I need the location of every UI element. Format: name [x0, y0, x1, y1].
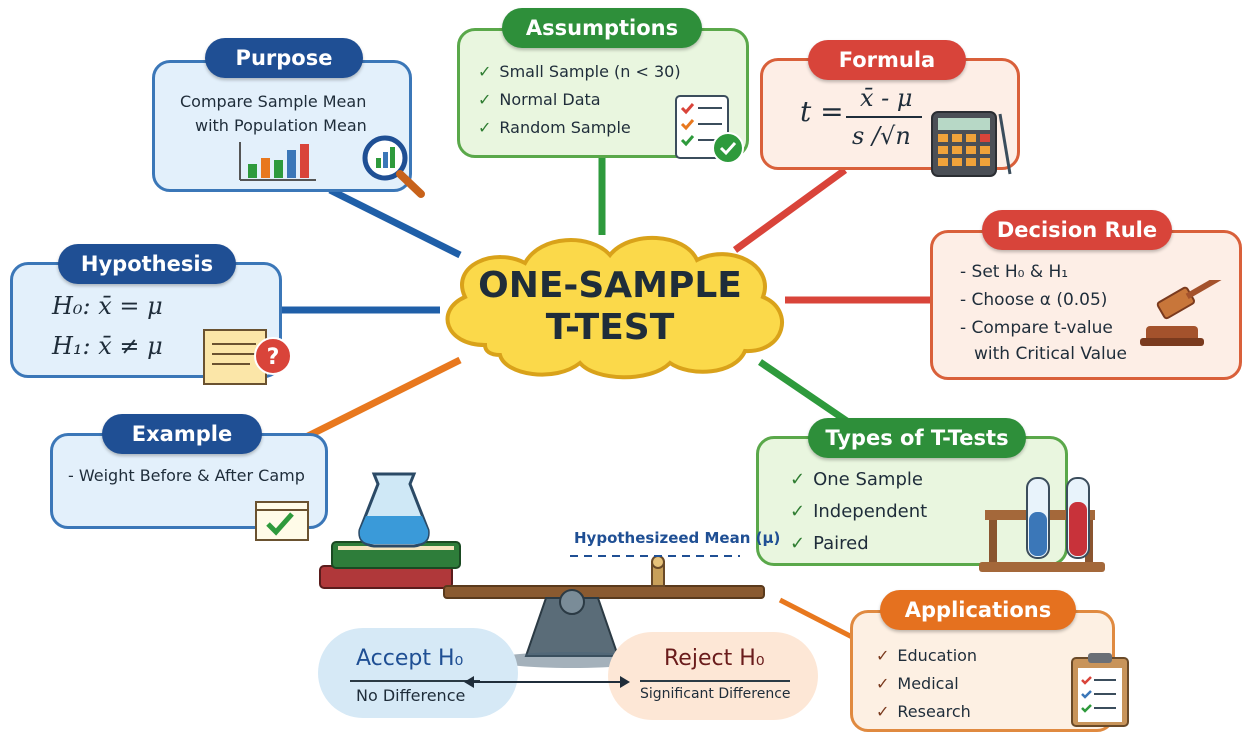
accept-oval	[318, 628, 518, 718]
example-text: - Weight Before & After Camp	[68, 466, 305, 485]
center-title: ONE-SAMPLE T-TEST	[450, 265, 770, 349]
check-icon: ✓	[790, 533, 806, 554]
balance-scale-icon	[319, 472, 765, 668]
application-item-1: ✓ Education	[876, 642, 977, 670]
formula-numerator: x̄ - μ	[860, 84, 913, 112]
hypothesized-mean-label: Hypothesizeed Mean (μ)	[574, 529, 781, 547]
check-icon: ✓	[790, 469, 806, 490]
clipboard-icon	[1071, 653, 1129, 727]
formula-fraction-bar	[846, 116, 922, 118]
types-list: ✓ One Sample ✓ Independent ✓ Paired	[790, 464, 927, 560]
types-title: Types of T-Tests	[808, 418, 1026, 458]
assumption-label: Normal Data	[499, 90, 601, 109]
accept-sub: No Difference	[356, 686, 466, 705]
check-icon: ✓	[876, 674, 890, 693]
reject-divider	[640, 680, 790, 682]
calendar-check-icon	[255, 501, 309, 541]
accept-title: Accept H₀	[356, 646, 464, 671]
formula-title: Formula	[808, 40, 966, 80]
purpose-text-line1: Compare Sample Mean	[180, 92, 367, 111]
center-cloud	[445, 235, 784, 380]
example-title: Example	[102, 414, 262, 454]
assumptions-list: ✓ Small Sample (n < 30) ✓ Normal Data ✓ Ran…	[478, 58, 681, 142]
application-label: Medical	[897, 674, 959, 693]
decision-item-2: - Choose α (0.05)	[960, 290, 1108, 310]
check-icon: ✓	[478, 90, 492, 109]
magnifier-chart-icon	[362, 135, 425, 198]
check-icon: ✓	[478, 118, 492, 137]
svg-text:?: ?	[267, 345, 280, 370]
application-label: Education	[897, 646, 978, 665]
applications-list: ✓ Education ✓ Medical ✓ Research	[876, 642, 977, 726]
connector-example	[298, 356, 462, 444]
reject-sub: Significant Difference	[640, 686, 791, 702]
checklist-icon	[675, 95, 744, 164]
hypothesis-h1: H₁: x̄ ≠ μ	[52, 332, 163, 360]
check-icon: ✓	[478, 62, 492, 81]
reject-oval	[608, 632, 818, 720]
hypothesis-title: Hypothesis	[58, 244, 236, 284]
question-note-icon: ?	[203, 329, 292, 385]
assumption-item-3: ✓ Random Sample	[478, 114, 681, 142]
assumption-label: Random Sample	[499, 118, 631, 137]
assumption-item-2: ✓ Normal Data	[478, 86, 681, 114]
purpose-title: Purpose	[205, 38, 363, 78]
formula-denominator: s /√n	[852, 122, 911, 150]
bar-chart-icon	[239, 142, 316, 181]
decision-rule-title: Decision Rule	[982, 210, 1172, 250]
accept-divider	[350, 680, 480, 682]
type-item-3: ✓ Paired	[790, 528, 927, 560]
dashed-mean-line	[570, 555, 740, 557]
purpose-text-line2: with Population Mean	[195, 116, 367, 135]
assumption-item-1: ✓ Small Sample (n < 30)	[478, 58, 681, 86]
type-label: One Sample	[813, 469, 923, 490]
decision-item-3: - Compare t-value	[960, 318, 1113, 338]
assumptions-title: Assumptions	[502, 8, 702, 48]
type-item-1: ✓ One Sample	[790, 464, 927, 496]
calculator-icon	[931, 111, 1012, 177]
application-item-2: ✓ Medical	[876, 670, 977, 698]
reject-title: Reject H₀	[664, 646, 765, 671]
check-icon: ✓	[876, 646, 890, 665]
check-icon: ✓	[790, 501, 806, 522]
applications-title: Applications	[880, 590, 1076, 630]
check-icon: ✓	[876, 702, 890, 721]
center-title-line2: T-TEST	[545, 307, 675, 348]
type-label: Independent	[813, 501, 928, 522]
type-item-2: ✓ Independent	[790, 496, 927, 528]
hypothesis-h0: H₀: x̄ = μ	[52, 292, 163, 320]
connector-purpose	[328, 186, 462, 259]
connector-applications	[778, 597, 860, 643]
center-title-line1: ONE-SAMPLE	[478, 265, 742, 306]
type-label: Paired	[813, 533, 869, 554]
connector-formula	[732, 167, 848, 253]
test-tubes-icon	[979, 477, 1105, 572]
gavel-icon	[1140, 280, 1238, 346]
double-arrow-icon	[464, 676, 630, 688]
application-label: Research	[897, 702, 971, 721]
decision-item-4: with Critical Value	[974, 344, 1128, 364]
assumption-label: Small Sample (n < 30)	[499, 62, 681, 81]
formula-lhs: t =	[800, 95, 844, 128]
application-item-3: ✓ Research	[876, 698, 977, 726]
decision-item-1: - Set H₀ & H₁	[960, 262, 1069, 282]
